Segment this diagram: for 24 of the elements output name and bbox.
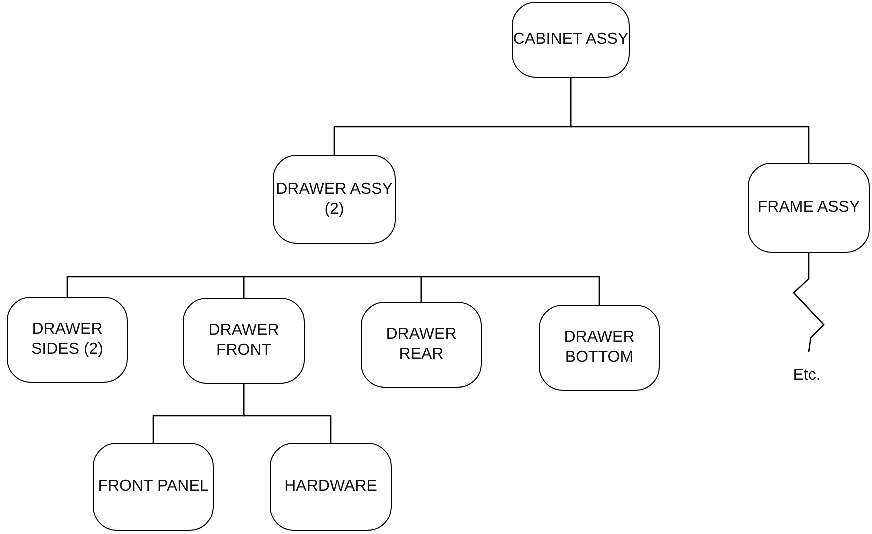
node-label: DRAWER SIDES (2) [30,320,104,360]
connector-line [570,78,810,163]
connector-line [420,276,600,305]
node-label: CABINET ASSY [513,30,629,50]
node-label: HARDWARE [284,477,378,497]
rounded-box [748,163,870,253]
connector-line [66,276,245,298]
rounded-box [183,298,305,384]
connector-line [243,384,332,443]
rounded-box [539,305,660,391]
node-label: FRONT PANEL [98,477,209,497]
rounded-box [512,2,630,78]
rounded-box [93,443,214,531]
node-label: Etc. [793,366,821,386]
node-label: DRAWER REAR [385,325,458,365]
node-label: FRAME ASSY [758,198,860,218]
rounded-box [361,302,482,388]
node-label: DRAWER BOTTOM [563,328,636,368]
node-label: DRAWER ASSY (2) [275,180,394,220]
connector-line [793,253,825,352]
node-label: DRAWER FRONT [208,321,280,361]
rounded-box [7,297,128,383]
rounded-box [270,443,392,531]
rounded-box [273,155,396,244]
